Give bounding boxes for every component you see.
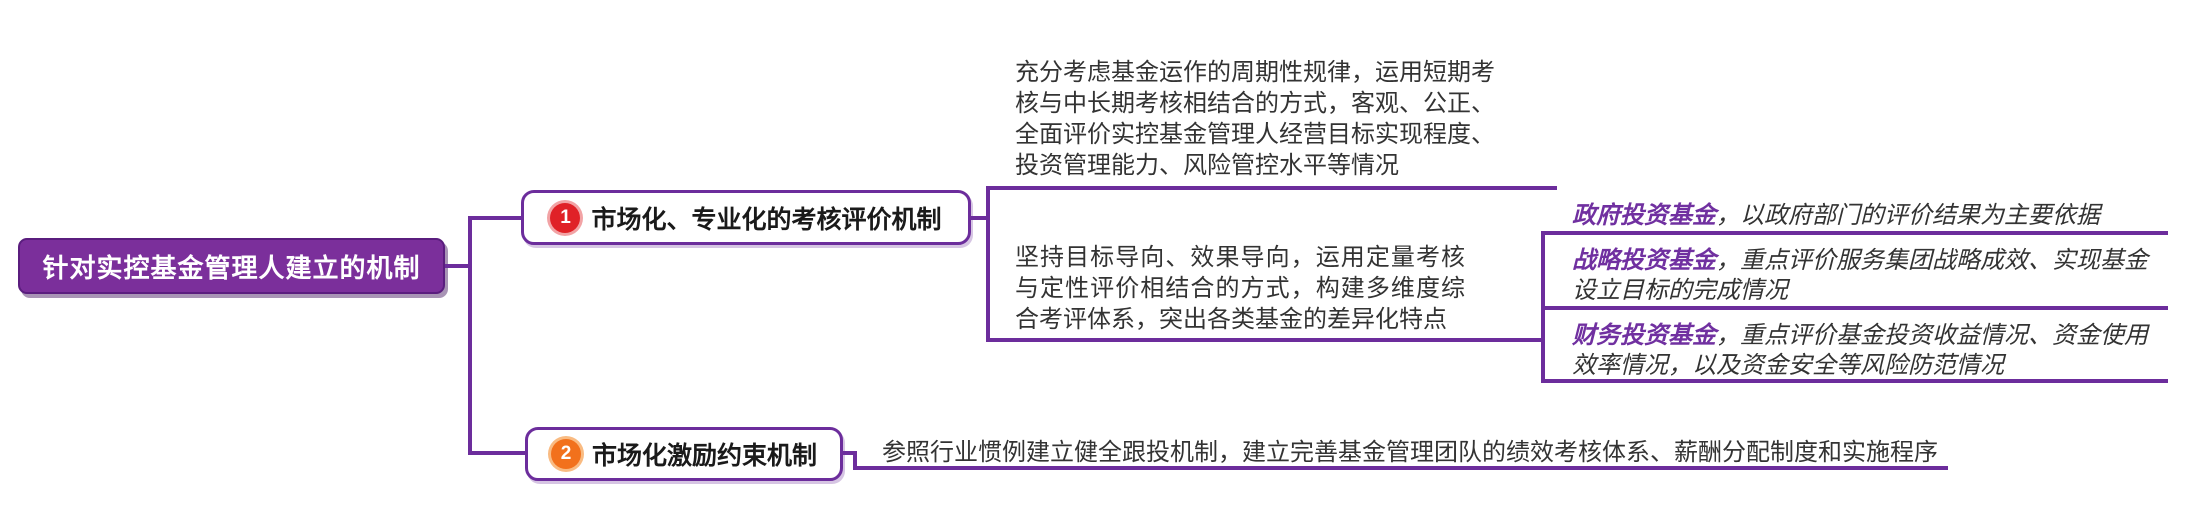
- branch2-number-badge-icon: 2: [550, 439, 581, 469]
- branch1-topic-label: 市场化、专业化的考核评价机制: [591, 205, 942, 234]
- fund-strategic-lead: 战略投资基金: [1572, 245, 1716, 274]
- fund-financial-lead: 财务投资基金: [1572, 320, 1716, 349]
- root-topic[interactable]: 针对实控基金管理人建立的机制: [18, 238, 445, 294]
- fund-strategic-underline: [1541, 306, 2168, 310]
- fund-strategic-desc: ，重点评价服务集团战略成效、实现基金设立目标的完成情况: [1572, 246, 2148, 304]
- fund-financial-desc: ，重点评价基金投资收益情况、资金使用效率情况，以及资金安全等风险防范情况: [1572, 321, 2148, 379]
- branch1-number-badge-icon: 1: [550, 202, 581, 233]
- connector-branch1-stub: [470, 216, 521, 220]
- connector-branch-trunk: [468, 216, 472, 455]
- connector-branch1-right-stub: [971, 216, 988, 220]
- fund-node-strategic[interactable]: 战略投资基金，重点评价服务集团战略成效、实现基金设立目标的完成情况: [1572, 245, 2152, 305]
- branch1-topic[interactable]: 1 市场化、专业化的考核评价机制: [521, 190, 971, 245]
- note-goal-oriented-underline: [986, 338, 1545, 342]
- note-assessment-cycle-underline: [986, 186, 1557, 190]
- fund-node-financial[interactable]: 财务投资基金，重点评价基金投资收益情况、资金使用效率情况，以及资金安全等风险防范…: [1572, 320, 2152, 380]
- fund-government-underline: [1541, 231, 2168, 235]
- connector-branch2-right-stub: [843, 451, 857, 455]
- connector-branch2-stub: [470, 451, 525, 455]
- connector-branch1-children-trunk: [986, 186, 990, 342]
- connector-branch2-right-drop: [853, 451, 857, 470]
- note-assessment-cycle[interactable]: 充分考虑基金运作的周期性规律，运用短期考核与中长期考核相结合的方式，客观、公正、…: [1015, 59, 1495, 179]
- fund-financial-underline: [1541, 379, 2168, 383]
- branch2-topic[interactable]: 2 市场化激励约束机制: [525, 427, 843, 481]
- connector-root-horizontal: [445, 264, 470, 268]
- note-co-investment[interactable]: 参照行业惯例建立健全跟投机制，建立完善基金管理团队的绩效考核体系、薪酬分配制度和…: [882, 439, 1938, 466]
- fund-government-lead: 政府投资基金: [1572, 200, 1716, 229]
- fund-node-government[interactable]: 政府投资基金，以政府部门的评价结果为主要依据: [1572, 200, 2100, 230]
- fund-government-desc: ，以政府部门的评价结果为主要依据: [1716, 201, 2100, 229]
- branch2-topic-label: 市场化激励约束机制: [591, 442, 817, 470]
- root-topic-label: 针对实控基金管理人建立的机制: [42, 252, 421, 283]
- note-goal-oriented[interactable]: 坚持目标导向、效果导向，运用定量考核与定性评价相结合的方式，构建多维度综合考评体…: [1015, 244, 1465, 333]
- note-co-investment-underline: [853, 466, 1948, 470]
